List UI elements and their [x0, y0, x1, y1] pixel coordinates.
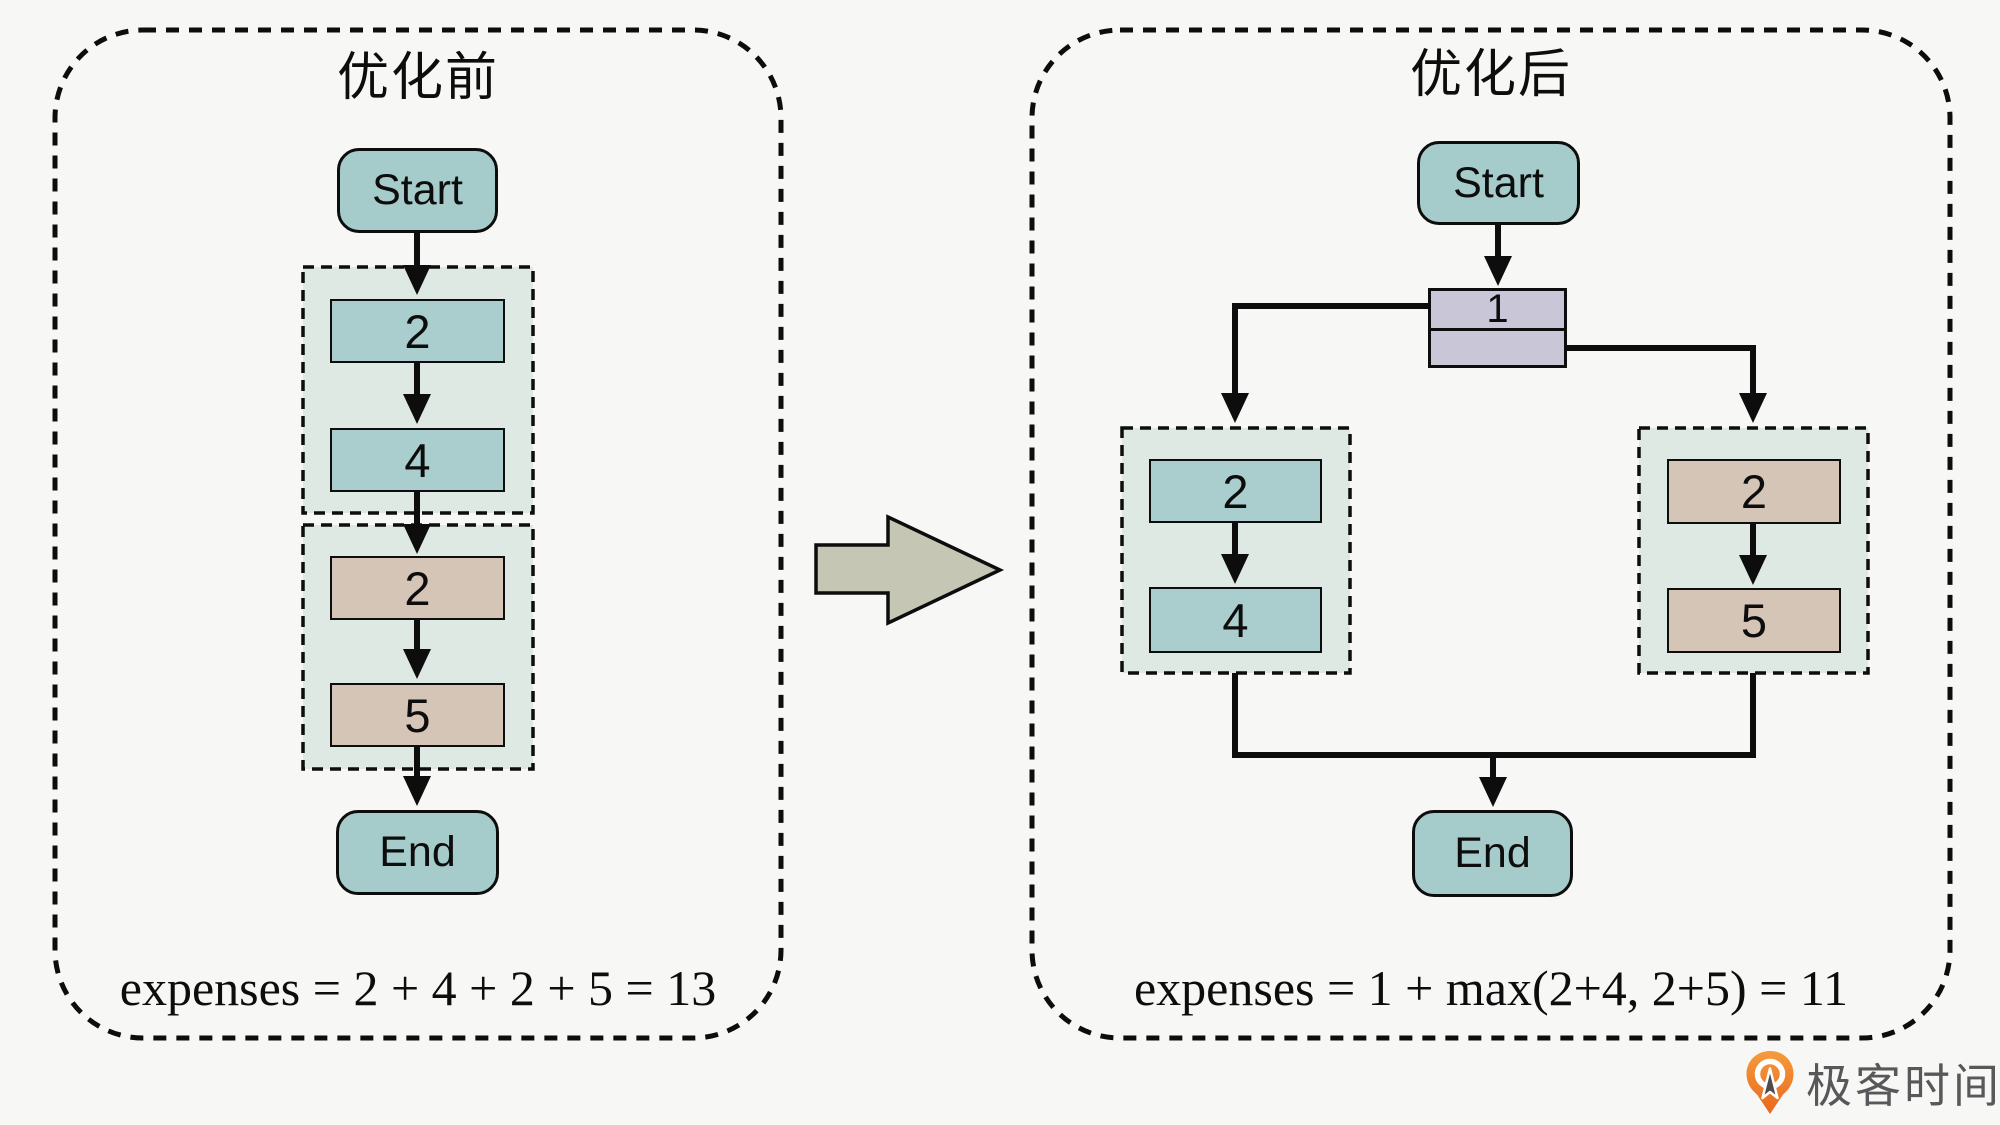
- before-start-node: Start: [337, 148, 498, 233]
- task-cost-label: 5: [404, 688, 431, 742]
- geektime-logo-text: 极客时间: [1806, 1060, 2000, 1112]
- panel-after-title: 优化后: [1409, 46, 1572, 104]
- arrow-head: [1479, 777, 1507, 807]
- after-fork-node: 1: [1428, 288, 1567, 368]
- after-right-task-box-5: 5: [1667, 588, 1841, 653]
- arrow-head: [403, 649, 431, 679]
- arrow-before-2-to-4: [403, 363, 431, 424]
- before-end-label: End: [379, 828, 456, 876]
- after-start-label: Start: [1453, 158, 1544, 207]
- logo-needle: [1761, 1067, 1779, 1100]
- task-cost-label: 2: [1740, 465, 1768, 518]
- before-expenses-formula: expenses = 2 + 4 + 2 + 5 = 13: [119, 960, 717, 1016]
- arrow-fork-to-left-group: [1221, 303, 1430, 423]
- task-cost-label: 5: [1740, 594, 1768, 647]
- arrow-head: [1739, 393, 1767, 423]
- arrow-head: [403, 394, 431, 424]
- arrow-before-start-to-2: [403, 233, 431, 295]
- fork-empty-cell: [1431, 331, 1564, 365]
- arrow-after-right-2-to-5: [1739, 524, 1767, 585]
- task-cost-label: 2: [1222, 464, 1249, 518]
- arrow-fork-to-right-group: [1565, 345, 1767, 423]
- before-task-box-5: 5: [330, 683, 505, 747]
- geektime-logo-icon: [1746, 1051, 1794, 1114]
- after-expenses-formula: expenses = 1 + max(2+4, 2+5) = 11: [1133, 960, 1848, 1016]
- before-end-node: End: [336, 810, 499, 895]
- after-left-task-box-2: 2: [1149, 459, 1322, 523]
- after-right-task-box-2: 2: [1667, 459, 1841, 524]
- after-end-node: End: [1412, 810, 1573, 897]
- after-end-label: End: [1454, 829, 1531, 877]
- arrow-head: [403, 524, 431, 554]
- after-left-task-box-4: 4: [1149, 587, 1322, 653]
- arrow-head: [1484, 256, 1512, 286]
- arrow-head: [1739, 555, 1767, 585]
- task-cost-label: 2: [404, 561, 431, 615]
- task-cost-label: 4: [1222, 593, 1249, 647]
- before-task-box-4: 4: [330, 428, 505, 492]
- arrow-head: [1221, 554, 1249, 584]
- fork-cost-label: 1: [1486, 287, 1509, 331]
- before-task-box-2: 2: [330, 299, 505, 363]
- merge-lines: [1232, 673, 1756, 758]
- arrow-before-5-to-end: [403, 747, 431, 806]
- arrow-shaft: [1232, 303, 1430, 395]
- arrow-after-start-to-fork: [1484, 225, 1512, 286]
- fork-cost-cell: 1: [1431, 287, 1564, 331]
- transform-block-arrow: [814, 514, 1005, 626]
- merge-connector: [1232, 673, 1756, 807]
- before-start-label: Start: [372, 166, 463, 214]
- arrow-shaft: [1565, 345, 1756, 395]
- arrow-after-left-2-to-4: [1221, 523, 1249, 584]
- arrow-before-4-to-2: [403, 492, 431, 554]
- after-start-node: Start: [1417, 141, 1580, 225]
- task-cost-label: 2: [404, 304, 431, 358]
- before-task-box-2b: 2: [330, 556, 505, 620]
- arrow-before-2-to-5: [403, 620, 431, 679]
- arrow-head: [403, 265, 431, 295]
- arrow-head: [403, 776, 431, 806]
- panel-before-title: 优化前: [336, 49, 499, 107]
- arrow-head: [1221, 393, 1249, 423]
- task-cost-label: 4: [404, 433, 431, 487]
